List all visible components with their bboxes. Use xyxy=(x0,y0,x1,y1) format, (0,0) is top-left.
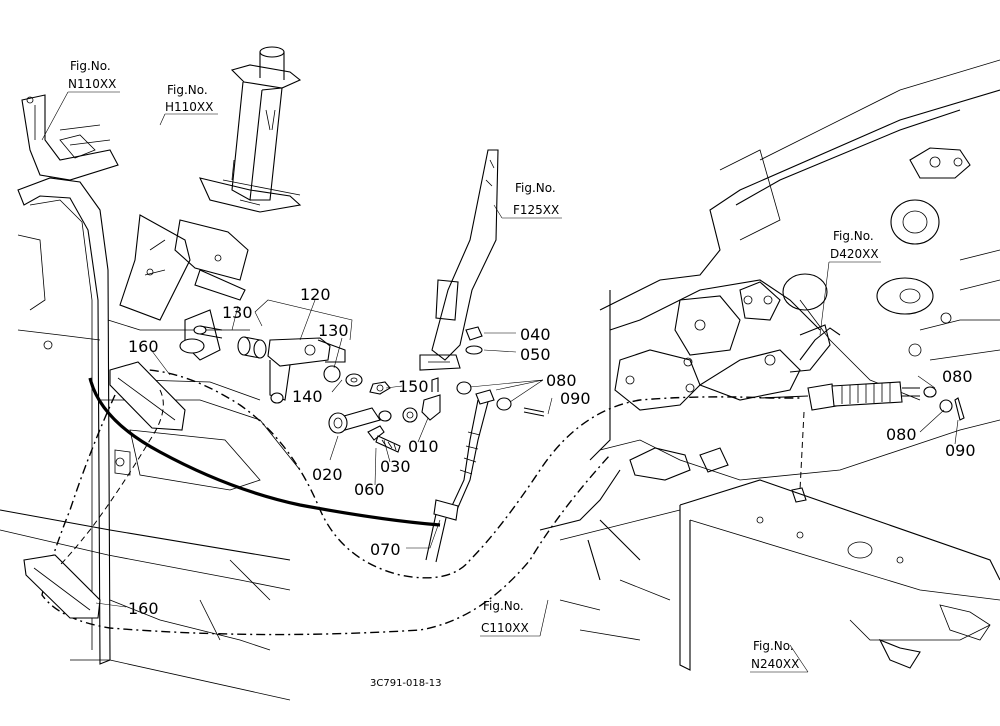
fig-ref-label: Fig.No. xyxy=(753,639,794,653)
callout-040: 040 xyxy=(520,325,551,344)
steering-column xyxy=(119,46,302,361)
fig-ref-number: D420XX xyxy=(830,247,879,261)
callout-090-center: 090 xyxy=(560,389,591,408)
callout-020: 020 xyxy=(312,465,343,484)
figure-reference-d420: Fig.No. D420XX xyxy=(830,229,879,261)
fig-ref-number: N110XX xyxy=(68,77,116,91)
callout-080-center: 080 xyxy=(546,371,577,390)
figure-reference-n110: Fig.No. N110XX xyxy=(68,59,116,91)
callout-120: 120 xyxy=(300,285,331,304)
callout-160-lower: 160 xyxy=(128,599,159,618)
callout-080-right-lower: 080 xyxy=(886,425,917,444)
leader-lines xyxy=(41,91,959,673)
callout-060: 060 xyxy=(354,480,385,499)
callout-010: 010 xyxy=(408,437,439,456)
pedals xyxy=(23,361,186,619)
callout-130-right: 130 xyxy=(318,321,349,340)
callout-030: 030 xyxy=(380,457,411,476)
callout-070: 070 xyxy=(370,540,401,559)
callout-090-right: 090 xyxy=(945,441,976,460)
fig-ref-label: Fig.No. xyxy=(833,229,874,243)
diagram-code: 3C791-018-13 xyxy=(370,678,441,689)
fig-ref-number: F125XX xyxy=(513,203,559,217)
fig-ref-label: Fig.No. xyxy=(515,181,556,195)
callout-150: 150 xyxy=(398,377,429,396)
figure-reference-c110: Fig.No. C110XX xyxy=(481,599,529,635)
fig-ref-label: Fig.No. xyxy=(483,599,524,613)
figure-reference-n240: Fig.No. N240XX xyxy=(751,639,799,671)
figure-reference-h110: Fig.No. H110XX xyxy=(165,83,213,114)
right-cable-end xyxy=(759,327,965,503)
callout-050: 050 xyxy=(520,345,551,364)
control-cable xyxy=(41,368,800,636)
callout-140: 140 xyxy=(292,387,323,406)
figure-reference-f125: Fig.No. F125XX xyxy=(513,181,559,217)
fig-ref-number: H110XX xyxy=(165,100,213,114)
gear-lever xyxy=(419,149,499,371)
left-frame xyxy=(0,94,301,701)
cable-end-parts xyxy=(328,326,545,563)
callout-080-right-upper: 080 xyxy=(942,367,973,386)
fig-ref-number: C110XX xyxy=(481,621,529,635)
fig-ref-label: Fig.No. xyxy=(70,59,111,73)
callout-130-left: 130 xyxy=(222,303,253,322)
part-callouts: 120 130 130 160 140 150 040 050 080 090 … xyxy=(128,285,976,618)
transmission-housing xyxy=(539,59,1000,671)
shaft-assembly xyxy=(193,325,391,404)
fig-ref-number: N240XX xyxy=(751,657,799,671)
fig-ref-label: Fig.No. xyxy=(167,83,208,97)
callout-160-upper: 160 xyxy=(128,337,159,356)
